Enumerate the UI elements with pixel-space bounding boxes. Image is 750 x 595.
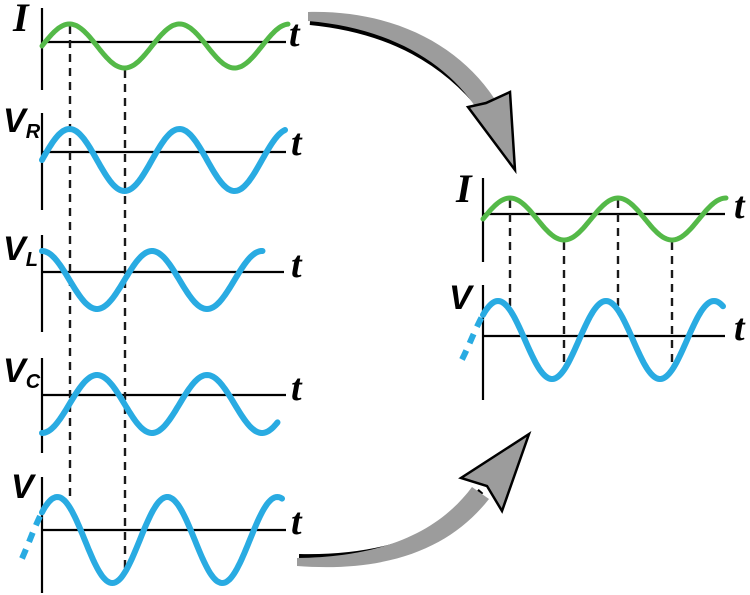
wave-lead-in-v-right bbox=[459, 313, 486, 361]
time-axis-label-i-left: t bbox=[289, 13, 300, 55]
curved-arrow-down-icon bbox=[308, 11, 517, 175]
generated-graphs-layer bbox=[19, 8, 729, 593]
axes-vr bbox=[40, 113, 286, 210]
time-axis-label-vc: t bbox=[291, 367, 302, 409]
graph-label-i-right: I bbox=[456, 166, 472, 211]
wave-i-left bbox=[39, 21, 291, 71]
axes-i-right bbox=[481, 178, 725, 262]
wave-vc bbox=[39, 371, 281, 436]
arrows-group bbox=[297, 11, 532, 568]
time-axis-label-v-left: t bbox=[291, 501, 302, 543]
time-axis-label-vl: t bbox=[291, 244, 302, 286]
wave-lead-in-v-left bbox=[19, 511, 45, 560]
graph-label-vr: VR bbox=[3, 102, 41, 143]
curved-arrow-up-icon bbox=[297, 430, 532, 568]
axes-i-left bbox=[40, 8, 286, 90]
graph-label-vc: VC bbox=[3, 352, 41, 393]
graph-label-i-left: I bbox=[13, 0, 29, 40]
time-axis-label-vr: t bbox=[291, 122, 302, 164]
axes-vc bbox=[40, 358, 286, 453]
wave-v-left bbox=[39, 493, 285, 587]
wave-v-right bbox=[480, 297, 726, 383]
wave-vr bbox=[39, 125, 288, 195]
graph-label-vl: VL bbox=[3, 230, 38, 271]
wave-vl bbox=[39, 248, 266, 313]
graph-label-v-right: V bbox=[449, 279, 472, 317]
axes-vl bbox=[40, 235, 284, 332]
time-axis-label-i-right: t bbox=[734, 185, 745, 227]
graph-label-v-left: V bbox=[11, 468, 34, 506]
wave-i-right bbox=[480, 195, 729, 243]
time-axis-label-v-right: t bbox=[734, 307, 745, 349]
